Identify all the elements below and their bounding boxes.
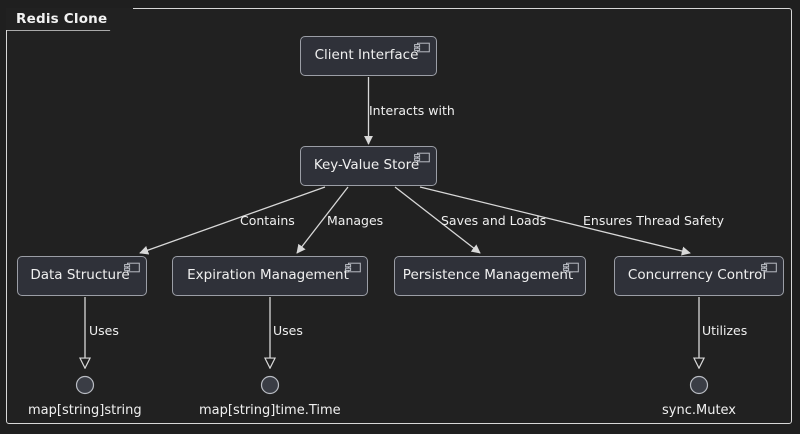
node-data-structure[interactable]: Data Structure [17,256,147,296]
component-icon [761,262,777,273]
component-icon [345,262,361,273]
diagram-title: Redis Clone [6,8,134,30]
component-icon [414,152,430,163]
edge-label-interacts-with: Interacts with [369,103,455,118]
node-label: Expiration Management [187,267,349,284]
component-icon [563,262,579,273]
component-icon [124,262,140,273]
node-persistence-management[interactable]: Persistence Management [394,256,586,296]
node-label: Concurrency Control [627,267,767,284]
edge-label-uses-data-structure: Uses [89,323,119,338]
node-label: Persistence Management [402,267,574,284]
edge-label-ensures-thread-safety: Ensures Thread Safety [583,213,724,228]
edge-label-utilizes-concurrency: Utilizes [702,323,748,338]
node-expiration-management[interactable]: Expiration Management [172,256,368,296]
node-label: Client Interface [314,47,419,64]
component-icon [414,42,430,53]
node-label: Data Structure [30,267,130,284]
interface-label-map-string-time-time: map[string]time.Time [199,403,341,418]
node-client-interface[interactable]: Client Interface [300,36,437,76]
edge-label-contains: Contains [240,213,295,228]
interface-label-map-string-string: map[string]string [28,403,142,418]
edge-label-manages: Manages [327,213,384,228]
node-key-value-store[interactable]: Key-Value Store [300,146,437,186]
node-concurrency-control[interactable]: Concurrency Control [614,256,784,296]
node-label: Key-Value Store [313,157,420,174]
edge-label-uses-expiration: Uses [273,323,303,338]
edge-label-saves-and-loads: Saves and Loads [441,213,547,228]
interface-label-sync-mutex: sync.Mutex [662,403,737,418]
